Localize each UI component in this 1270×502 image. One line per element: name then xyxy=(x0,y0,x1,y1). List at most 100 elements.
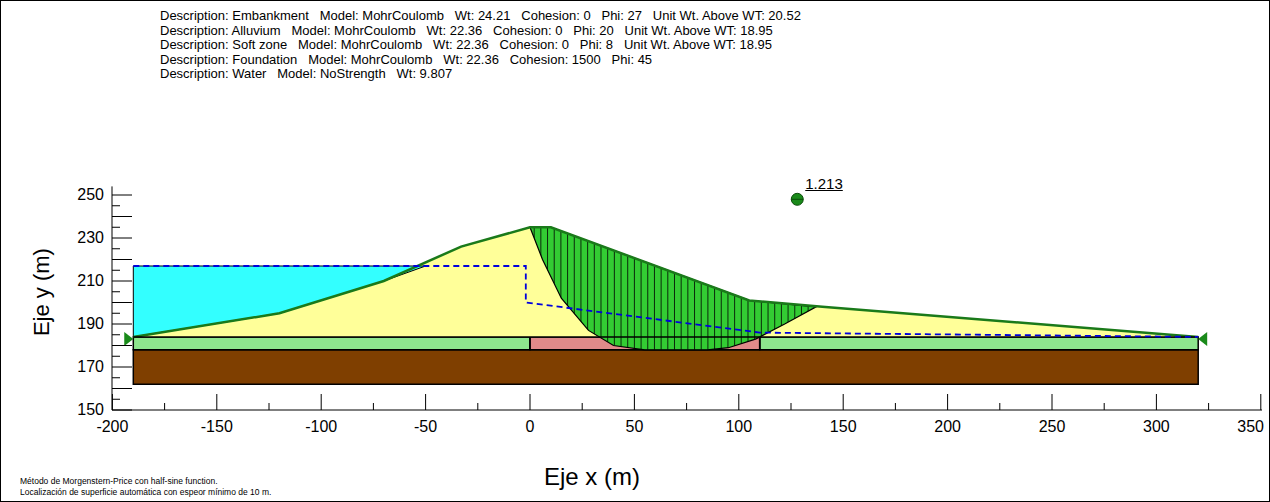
x-tick xyxy=(477,403,478,410)
slice-line xyxy=(540,217,541,368)
x-tick-label: 150 xyxy=(830,418,857,436)
x-tick xyxy=(947,394,948,410)
y-tick-label: 250 xyxy=(77,186,104,204)
x-tick-label: 0 xyxy=(526,418,535,436)
y-tick-label: 150 xyxy=(77,401,104,419)
y-tick xyxy=(112,248,120,249)
slice-line xyxy=(741,217,742,368)
x-tick xyxy=(1260,394,1261,410)
y-tick xyxy=(112,195,132,196)
slice-line xyxy=(594,217,595,368)
slip-centre xyxy=(791,199,803,200)
y-tick xyxy=(112,227,120,228)
slice-line xyxy=(701,217,702,368)
y-tick-label: 190 xyxy=(77,315,104,333)
slice-line xyxy=(627,217,628,368)
x-tick xyxy=(216,394,217,410)
slice-line xyxy=(687,217,688,368)
slice-line xyxy=(607,217,608,368)
x-tick-label: -50 xyxy=(414,418,437,436)
x-tick xyxy=(321,394,322,410)
x-tick xyxy=(112,394,113,410)
y-axis xyxy=(112,186,113,410)
boundary-marker xyxy=(1198,332,1207,346)
x-tick-label: -150 xyxy=(201,418,233,436)
slice-line xyxy=(560,217,561,368)
slice-line xyxy=(794,217,795,368)
slice-line xyxy=(694,217,695,368)
slip-mass xyxy=(530,227,816,349)
x-tick xyxy=(373,403,374,410)
y-tick-label: 170 xyxy=(77,358,104,376)
material-description: Description: Alluvium Model: MohrCoulomb… xyxy=(160,24,773,38)
y-tick xyxy=(112,399,120,400)
material-description: Description: Water Model: NoStrength Wt:… xyxy=(160,67,452,81)
slice-line xyxy=(774,217,775,368)
method-note: Localización de superficie automática co… xyxy=(20,488,271,497)
y-tick xyxy=(112,345,132,346)
slice-line xyxy=(600,217,601,368)
boundary-marker xyxy=(124,332,133,346)
slice-line xyxy=(734,217,735,368)
x-tick-label: 350 xyxy=(1237,418,1264,436)
slice-line xyxy=(634,217,635,368)
x-tick xyxy=(530,394,531,410)
slice-line xyxy=(814,217,815,368)
x-tick xyxy=(791,403,792,410)
material-description: Description: Embankment Model: MohrCoulo… xyxy=(160,9,801,23)
y-tick xyxy=(112,313,120,314)
x-tick xyxy=(843,394,844,410)
x-tick-label: 100 xyxy=(725,418,752,436)
y-tick-label: 210 xyxy=(77,272,104,290)
slice-line xyxy=(661,217,662,368)
slice-line xyxy=(547,217,548,368)
y-tick xyxy=(112,216,132,217)
slice-line xyxy=(788,217,789,368)
slice-line xyxy=(801,217,802,368)
slice-line xyxy=(707,217,708,368)
y-tick xyxy=(112,259,132,260)
x-tick xyxy=(686,403,687,410)
slice-line xyxy=(781,217,782,368)
y-tick-label: 230 xyxy=(77,229,104,247)
reservoir-water xyxy=(133,266,425,337)
slice-line xyxy=(808,217,809,368)
slice-line xyxy=(574,217,575,368)
slice-line xyxy=(754,217,755,368)
axis-title: Eje x (m) xyxy=(544,464,640,490)
material-description: Description: Soft zone Model: MohrCoulom… xyxy=(160,38,772,52)
x-tick xyxy=(1156,394,1157,410)
y-tick xyxy=(112,377,120,378)
x-tick-label: 200 xyxy=(934,418,961,436)
method-note: Método de Morgenstern-Price con half-sin… xyxy=(20,477,218,486)
x-tick xyxy=(425,394,426,410)
x-tick xyxy=(895,403,896,410)
x-tick-label: 300 xyxy=(1143,418,1170,436)
slice-line xyxy=(761,217,762,368)
foundation-layer xyxy=(133,350,1198,384)
safety-factor: 1.213 xyxy=(805,176,843,193)
ground-surface xyxy=(133,227,1198,337)
y-tick xyxy=(112,356,120,357)
slice-line xyxy=(567,217,568,368)
material-description: Description: Foundation Model: MohrCoulo… xyxy=(160,53,652,67)
x-tick xyxy=(999,403,1000,410)
slice-line xyxy=(647,217,648,368)
slice-line xyxy=(681,217,682,368)
y-tick xyxy=(112,291,120,292)
layer-boundary xyxy=(759,337,761,350)
slice-line xyxy=(654,217,655,368)
slice-line xyxy=(621,217,622,368)
slice-line xyxy=(721,217,722,368)
slip-surface xyxy=(530,227,816,349)
x-tick xyxy=(164,403,165,410)
y-tick xyxy=(112,238,132,239)
x-tick-label: 50 xyxy=(626,418,644,436)
x-tick-label: -100 xyxy=(305,418,337,436)
y-tick xyxy=(112,302,132,303)
slice-lines xyxy=(534,217,815,368)
slice-line xyxy=(747,217,748,368)
y-tick xyxy=(112,334,120,335)
x-tick xyxy=(269,403,270,410)
